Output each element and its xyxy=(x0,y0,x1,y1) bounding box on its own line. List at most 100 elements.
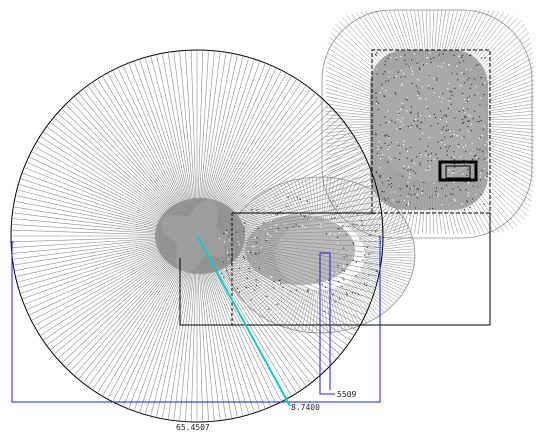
via-dot xyxy=(408,202,410,204)
via-dot xyxy=(462,146,464,148)
via-dot xyxy=(437,122,439,125)
radial-spoke xyxy=(301,178,312,221)
radial-spoke xyxy=(107,73,187,217)
via-dot xyxy=(375,171,377,173)
radial-spoke xyxy=(102,267,179,396)
via-dot xyxy=(475,85,477,88)
via-dot xyxy=(408,176,410,178)
via-dot xyxy=(225,229,228,231)
radial-spoke xyxy=(65,104,177,216)
via-dot xyxy=(252,245,254,247)
via-dot xyxy=(454,200,456,202)
via-dot xyxy=(351,292,353,294)
via-dot xyxy=(236,265,239,267)
radial-spoke xyxy=(204,256,266,409)
via-dot xyxy=(465,200,468,202)
via-dot xyxy=(461,118,464,120)
via-dot xyxy=(465,144,467,146)
via-dot xyxy=(483,203,485,205)
via-dot xyxy=(255,284,258,286)
via-dot xyxy=(441,66,443,68)
via-dot xyxy=(481,169,483,172)
via-dot xyxy=(411,82,413,85)
via-dot xyxy=(342,264,345,267)
via-dot xyxy=(387,197,390,200)
radial-spoke xyxy=(12,236,169,243)
via-dot xyxy=(384,135,386,137)
via-dot xyxy=(229,239,231,241)
radial-spoke xyxy=(290,288,307,330)
via-dot xyxy=(438,54,440,56)
via-dot xyxy=(275,224,277,226)
via-dot xyxy=(334,301,336,303)
radial-spoke xyxy=(283,287,304,328)
radial-spoke xyxy=(359,216,404,239)
radial-spoke xyxy=(219,189,377,231)
radial-spoke xyxy=(357,274,400,299)
via-dot xyxy=(429,196,431,198)
via-dot xyxy=(383,95,385,97)
via-dot xyxy=(419,138,421,140)
via-dot xyxy=(399,193,401,195)
via-dot xyxy=(388,156,390,158)
via-dot xyxy=(414,207,417,209)
via-dot xyxy=(221,272,223,275)
upper-right-outline xyxy=(321,9,533,239)
radial-spoke xyxy=(107,268,180,399)
radial-spoke xyxy=(217,256,329,368)
via-dot xyxy=(449,130,451,132)
via-dot xyxy=(346,263,348,266)
radial-spoke xyxy=(338,286,361,326)
radial-spoke xyxy=(352,278,390,309)
via-dot xyxy=(345,234,347,236)
via-dot xyxy=(441,128,443,131)
via-dot xyxy=(408,193,410,195)
via-dot xyxy=(218,238,221,240)
via-dot xyxy=(341,224,343,226)
via-dot xyxy=(390,158,392,160)
radial-spoke xyxy=(34,246,178,326)
via-dot xyxy=(480,97,482,99)
via-dot xyxy=(228,254,230,256)
via-dot xyxy=(401,175,403,177)
via-dot xyxy=(467,130,469,133)
via-dot xyxy=(336,271,338,274)
via-dot xyxy=(390,177,392,179)
via-dot xyxy=(462,107,464,109)
radial-spoke xyxy=(12,218,165,234)
large-circle-outline xyxy=(10,49,384,423)
via-dot xyxy=(469,87,471,89)
via-dot xyxy=(406,157,409,159)
via-dot xyxy=(281,209,283,211)
radial-spoke xyxy=(12,238,171,254)
via-dot xyxy=(416,188,418,190)
via-dot xyxy=(256,209,258,211)
via-dot xyxy=(464,116,467,118)
via-dot xyxy=(468,114,470,116)
radial-spoke xyxy=(74,97,179,216)
via-dot xyxy=(405,185,408,187)
via-dot xyxy=(396,128,398,130)
radial-spoke xyxy=(484,125,535,130)
via-dot xyxy=(466,108,469,110)
via-dot xyxy=(325,286,327,288)
via-dot xyxy=(250,299,252,301)
via-dot xyxy=(386,134,388,136)
via-dot xyxy=(469,207,471,209)
radial-spoke xyxy=(128,271,184,409)
via-dot xyxy=(321,287,324,289)
via-dot xyxy=(295,289,298,291)
radial-spoke xyxy=(12,229,167,236)
radial-spoke xyxy=(347,193,379,228)
radial-spoke xyxy=(286,287,305,329)
radial-spoke xyxy=(201,259,238,417)
via-dot xyxy=(480,193,482,196)
radial-spoke xyxy=(344,283,373,321)
via-dot xyxy=(284,291,287,293)
radial-spoke xyxy=(217,109,333,217)
radial-spoke xyxy=(88,86,183,216)
via-dot xyxy=(435,154,437,156)
via-dot xyxy=(459,189,461,191)
via-dot xyxy=(223,276,225,278)
via-dot xyxy=(433,92,435,94)
